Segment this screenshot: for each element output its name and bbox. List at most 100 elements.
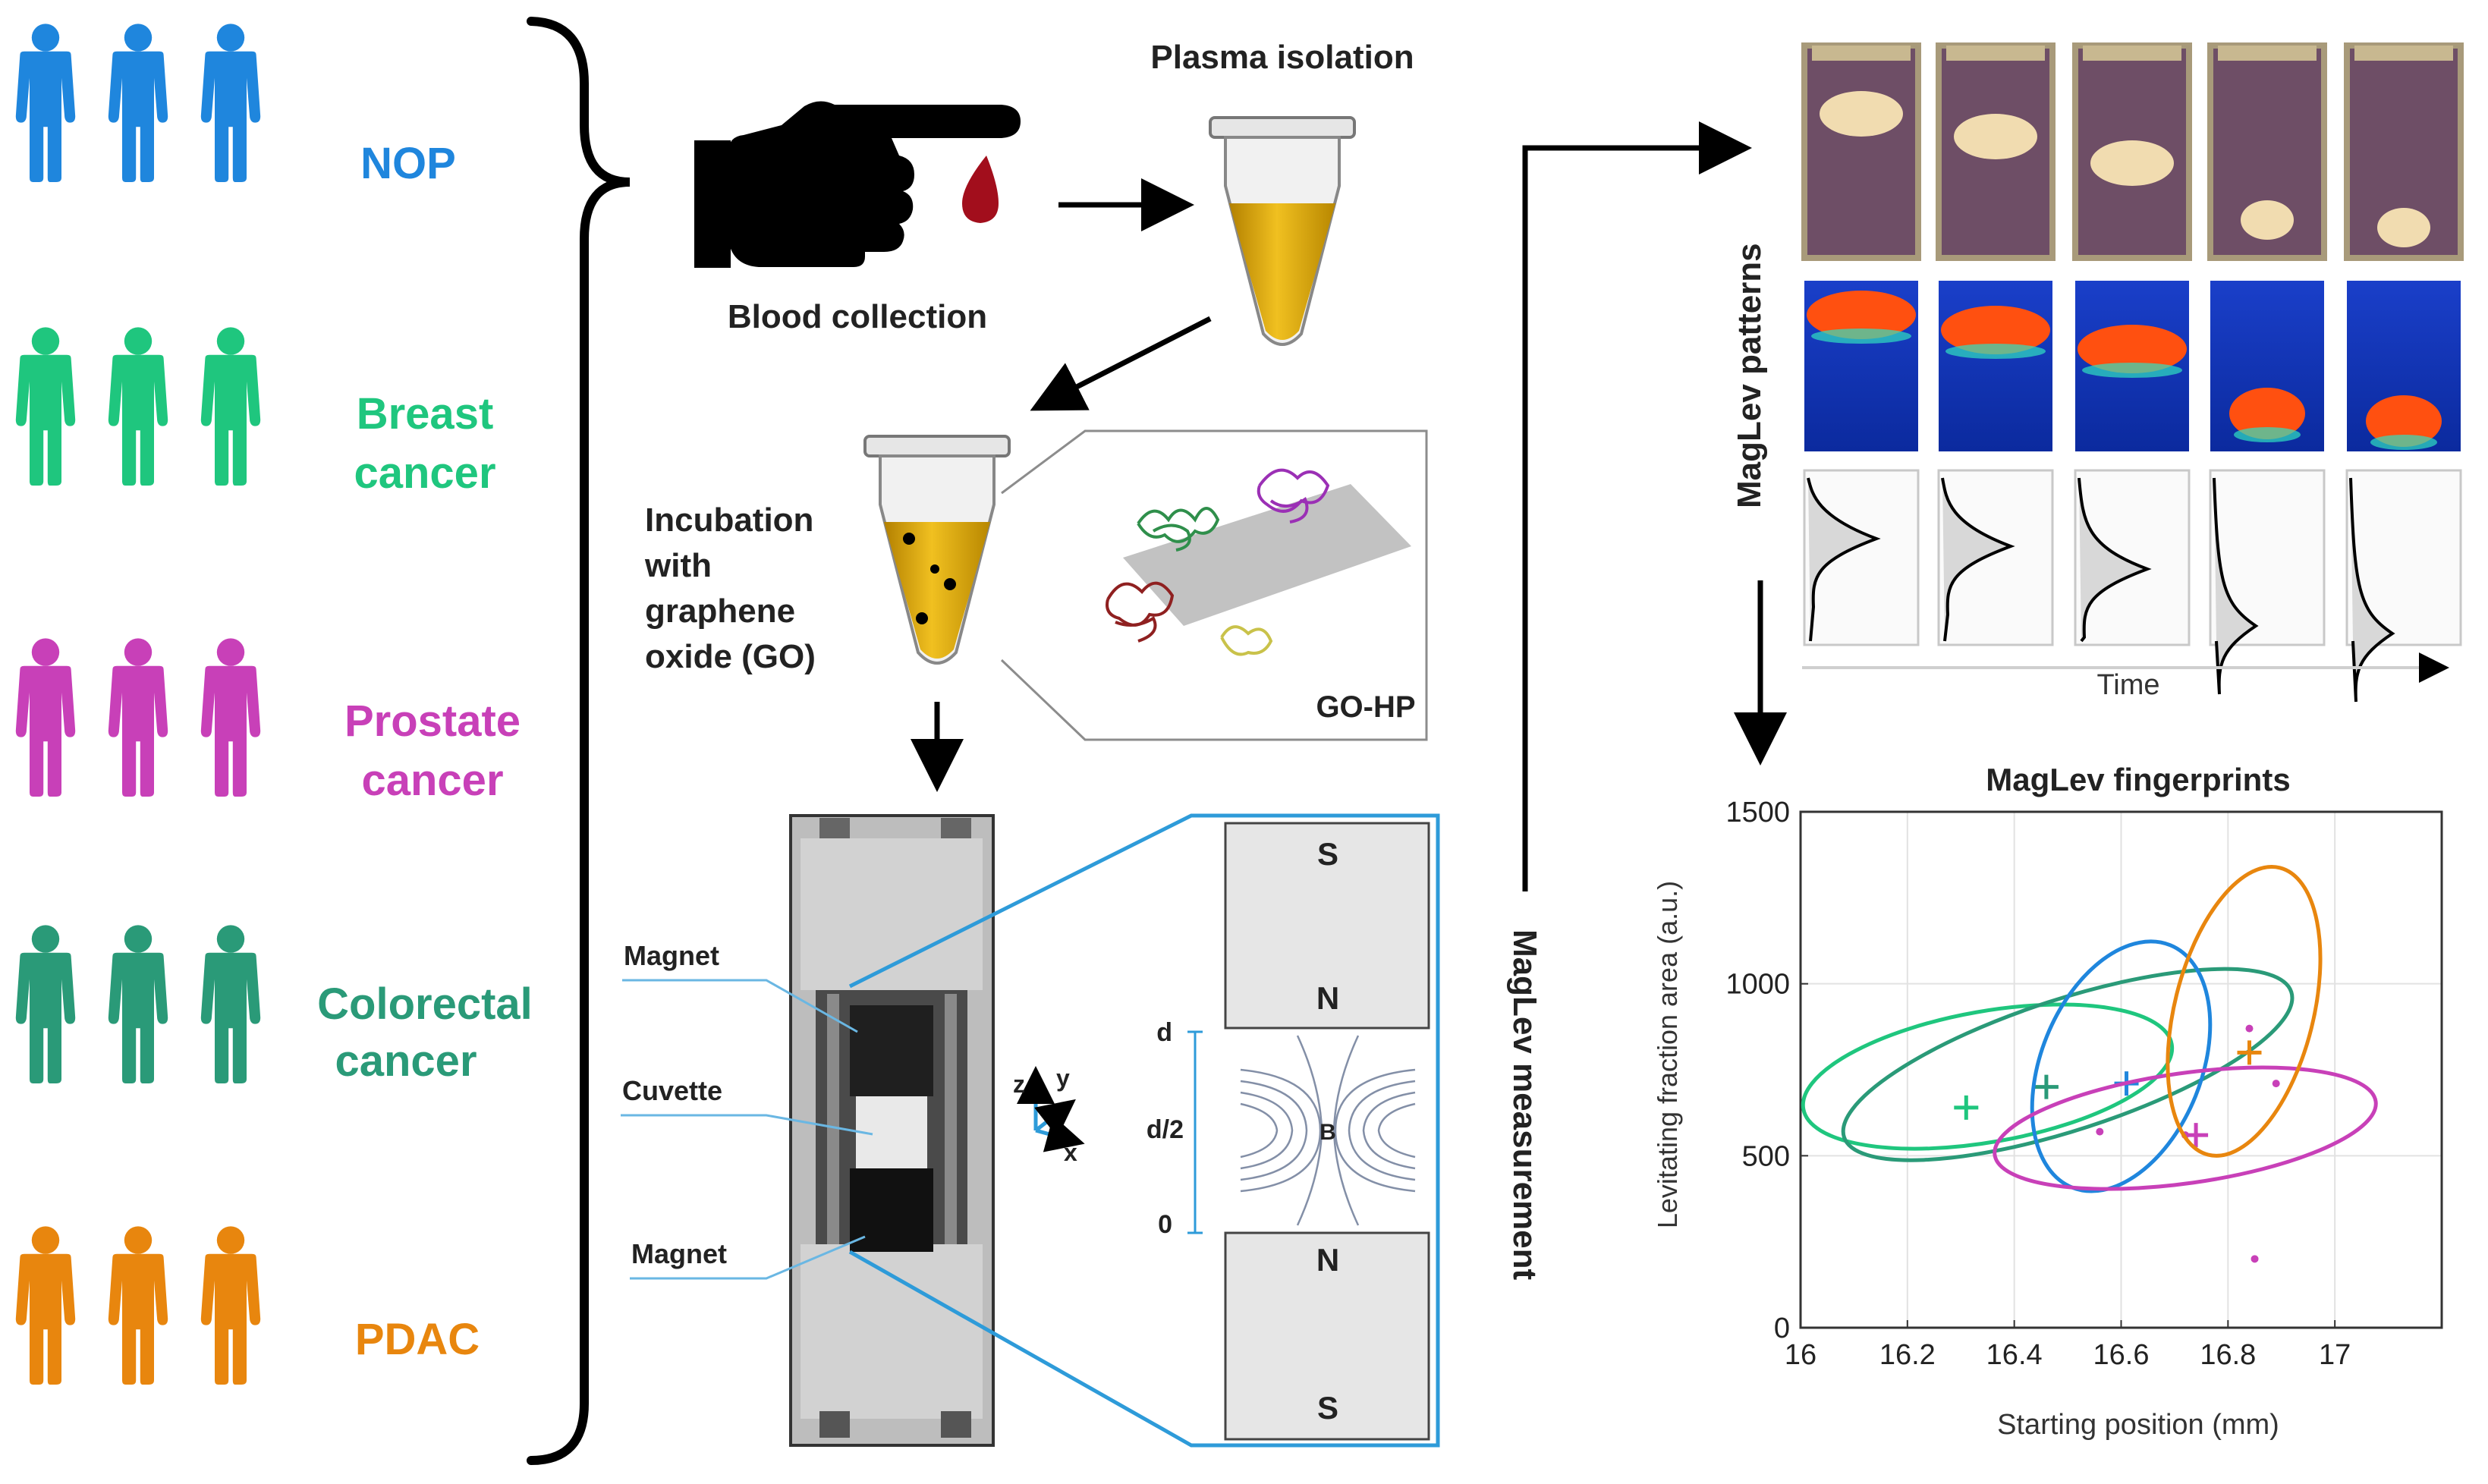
heatmap-hotspot <box>1941 306 2050 354</box>
pole-n-top: N <box>1316 980 1339 1016</box>
incubation-label-line2: with <box>644 547 712 584</box>
magnet-top-label: Magnet <box>624 940 719 971</box>
arrow-to-patterns <box>1522 121 1752 891</box>
y-tick-label: 500 <box>1742 1140 1790 1172</box>
plasma-tube-icon <box>1209 116 1356 346</box>
sample-point-prostate <box>2272 1080 2280 1088</box>
go-hp-label: GO-HP <box>1316 690 1415 724</box>
maglev-measurement-label: MagLev measurement <box>1506 929 1543 1281</box>
group-nop: NOP <box>15 24 456 188</box>
heatmap-hotspot <box>2078 325 2187 373</box>
group-label-prostate-line1: Prostate <box>344 696 521 746</box>
chart-title: MagLev fingerprints <box>1986 762 2290 797</box>
time-label: Time <box>2096 669 2159 701</box>
levitated-blob <box>1820 91 1903 137</box>
blood-collection-label: Blood collection <box>728 298 987 335</box>
x-tick-label: 16.6 <box>2093 1339 2150 1371</box>
confidence-ellipse-pdac <box>2166 864 2323 1158</box>
magnet-bottom-label: Magnet <box>631 1238 727 1269</box>
magnet-top-leader <box>622 979 858 1033</box>
person-icon <box>108 24 168 182</box>
profile-curve <box>2349 477 2395 703</box>
y-tick-label: 1000 <box>1725 969 1790 1001</box>
centroid-marker-breast <box>1954 1095 1979 1120</box>
tick-d-half: d/2 <box>1146 1115 1184 1144</box>
tick-d: d <box>1156 1018 1172 1047</box>
group-colorectal: Colorectal cancer <box>15 925 533 1086</box>
cuvette-photo <box>1801 42 1921 261</box>
cuvette-label: Cuvette <box>622 1075 722 1106</box>
person-icon <box>108 1226 168 1385</box>
axis-z-label: z <box>1013 1071 1025 1098</box>
levitated-blob <box>1954 114 2037 159</box>
magnet-bottom-leader <box>630 1235 866 1280</box>
sample-point-prostate <box>2245 1024 2254 1033</box>
heatmap-edge <box>1811 329 1911 344</box>
go-hp-panel: GO-HP <box>1000 429 1428 741</box>
profile-curve <box>2078 477 2152 643</box>
cuvette-cap <box>1812 46 1911 61</box>
cuvette-cap <box>2218 46 2317 61</box>
graphene-sheet <box>1123 484 1411 626</box>
person-icon <box>200 638 261 797</box>
plasma-isolation-label: Plasma isolation <box>1150 39 1414 76</box>
group-pdac: PDAC <box>15 1226 480 1385</box>
tick-zero: 0 <box>1158 1210 1172 1239</box>
cuvette-cap <box>1946 46 2045 61</box>
magnet-zoom-outline <box>848 813 1440 1448</box>
incubation-label-line4: oxide (GO) <box>645 638 816 675</box>
profile-curve <box>2213 477 2259 695</box>
group-label-colorectal-line2: cancer <box>335 1036 477 1086</box>
person-icon <box>108 327 168 486</box>
cuvette-photo-row <box>1801 42 2464 261</box>
magnet-top-block <box>850 1005 933 1096</box>
cuvette-leader <box>621 1114 873 1136</box>
person-icon <box>200 1226 261 1385</box>
heatmap-hotspot <box>2366 395 2442 447</box>
maglev-device <box>789 814 995 1447</box>
profile-curve <box>1807 477 1881 642</box>
magnet-bottom-block <box>850 1168 933 1252</box>
pole-n-bottom: N <box>1316 1242 1339 1278</box>
heatmap-edge <box>1945 344 2046 359</box>
person-icon <box>15 925 76 1083</box>
sample-point-prostate <box>2096 1127 2104 1136</box>
group-prostate: Prostate cancer <box>15 638 521 805</box>
pole-s-bottom: S <box>1317 1390 1338 1426</box>
centroid-marker-pdac <box>2237 1040 2262 1065</box>
person-icon <box>15 638 76 797</box>
person-icon <box>200 925 261 1083</box>
profile-cell <box>2209 469 2326 646</box>
heatmap-edge <box>2234 427 2301 442</box>
person-icon <box>15 327 76 486</box>
incubation-label-line1: Incubation <box>645 501 813 539</box>
chart-x-axis-label: Starting position (mm) <box>1997 1409 2279 1441</box>
blood-drop-icon <box>962 156 999 223</box>
group-label-prostate-line2: cancer <box>361 756 503 805</box>
maglev-patterns-label: MagLev patterns <box>1731 243 1768 508</box>
group-brace <box>527 17 631 1465</box>
group-label-breast-line1: Breast <box>357 389 494 439</box>
plot-frame <box>1799 810 2443 1329</box>
magnetic-field-lines <box>1240 1035 1416 1226</box>
sample-point-prostate <box>2251 1255 2259 1263</box>
person-icon <box>15 1226 76 1385</box>
cuvette-cap <box>2354 46 2453 61</box>
maglev-fingerprints-chart: MagLev fingerprints Starting position (m… <box>1652 762 2443 1441</box>
axis-x-label: x <box>1064 1139 1077 1166</box>
heatmap-row <box>1804 281 2461 451</box>
person-icon <box>15 24 76 182</box>
y-tick-label: 1500 <box>1725 797 1790 828</box>
incubation-label-line3: graphene <box>645 593 795 630</box>
profile-row <box>1803 469 2462 703</box>
chart-y-axis-label: Levitating fraction area (a.u.) <box>1652 881 1683 1228</box>
group-breast: Breast cancer <box>15 327 496 498</box>
levitated-blob <box>2241 200 2294 240</box>
group-label-breast-line2: cancer <box>354 448 495 498</box>
person-icon <box>200 327 261 486</box>
x-tick-label: 16 <box>1785 1339 1816 1371</box>
heatmap-hotspot <box>2229 388 2305 439</box>
hand-icon <box>694 101 1021 268</box>
magnet-bottom-zoom <box>1224 1231 1430 1441</box>
